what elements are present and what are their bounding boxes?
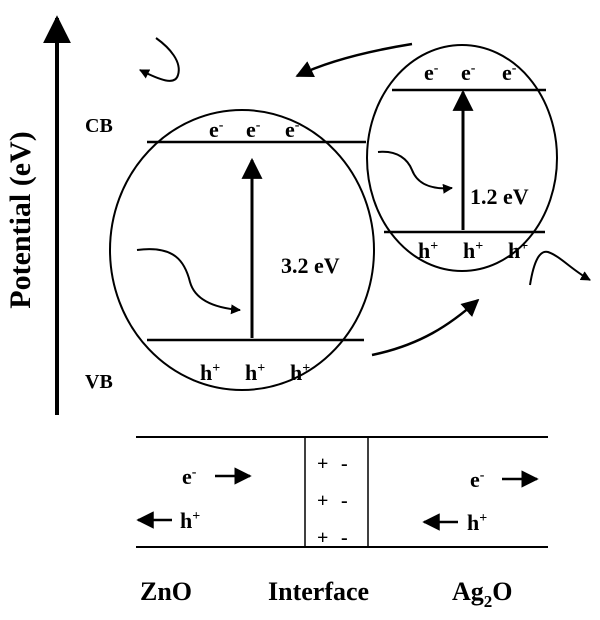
potential-axis-label: Potential (eV) (4, 131, 37, 308)
interface-label: Interface (268, 577, 369, 606)
ag2o-electron-2: e- (461, 60, 476, 85)
zno-circle (109, 109, 375, 391)
zno-hole-2: h+ (245, 360, 265, 385)
ag2o-side-electron: e- (470, 467, 485, 492)
zno-hole-row: h+ h+ h+ (200, 360, 310, 385)
vb-label: VB (85, 371, 113, 393)
zno-band-gap-label: 3.2 eV (281, 253, 340, 278)
ag2o-band-gap-label: 1.2 eV (470, 184, 529, 209)
zno-label: ZnO (140, 577, 192, 606)
interface-charges: + - + - + - (317, 453, 348, 549)
interface-minus-3: - (341, 527, 348, 549)
zno-electron-row: e- e- e- (209, 117, 300, 142)
zno-electron-3: e- (285, 117, 300, 142)
interface-plus-1: + (317, 453, 328, 475)
interface-minus-2: - (341, 490, 348, 512)
electron-transfer-arrow (295, 42, 413, 78)
ag2o-circle (366, 44, 558, 272)
ag2o-side-hole: h+ (467, 510, 487, 535)
ag2o-electron-3: e- (502, 60, 517, 85)
zno-electron-1: e- (209, 117, 224, 142)
ag2o-light-arrow (377, 150, 453, 194)
zno-side-electron: e- (182, 464, 197, 489)
cb-label: CB (85, 115, 113, 137)
hole-transfer-arrow (371, 298, 480, 357)
ag2o-hole-1: h+ (418, 238, 438, 263)
zno-light-arrow (136, 248, 241, 315)
right-squiggle-arrow (529, 250, 591, 286)
zno-electron-2: e- (246, 117, 261, 142)
ag2o-hole-3: h+ (508, 238, 528, 263)
top-left-squiggle-arrow (139, 37, 180, 82)
ag2o-hole-row: h+ h+ h+ (418, 238, 528, 263)
interface-plus-2: + (317, 490, 328, 512)
interface-plus-3: + (317, 527, 328, 549)
ag2o-label: Ag2O (452, 577, 513, 611)
zno-hole-3: h+ (290, 360, 310, 385)
zno-hole-1: h+ (200, 360, 220, 385)
zno-side-hole: h+ (180, 508, 200, 533)
ag2o-hole-2: h+ (463, 238, 483, 263)
ag2o-electron-row: e- e- e- (424, 60, 517, 85)
ag2o-electron-1: e- (424, 60, 439, 85)
interface-minus-1: - (341, 453, 348, 475)
